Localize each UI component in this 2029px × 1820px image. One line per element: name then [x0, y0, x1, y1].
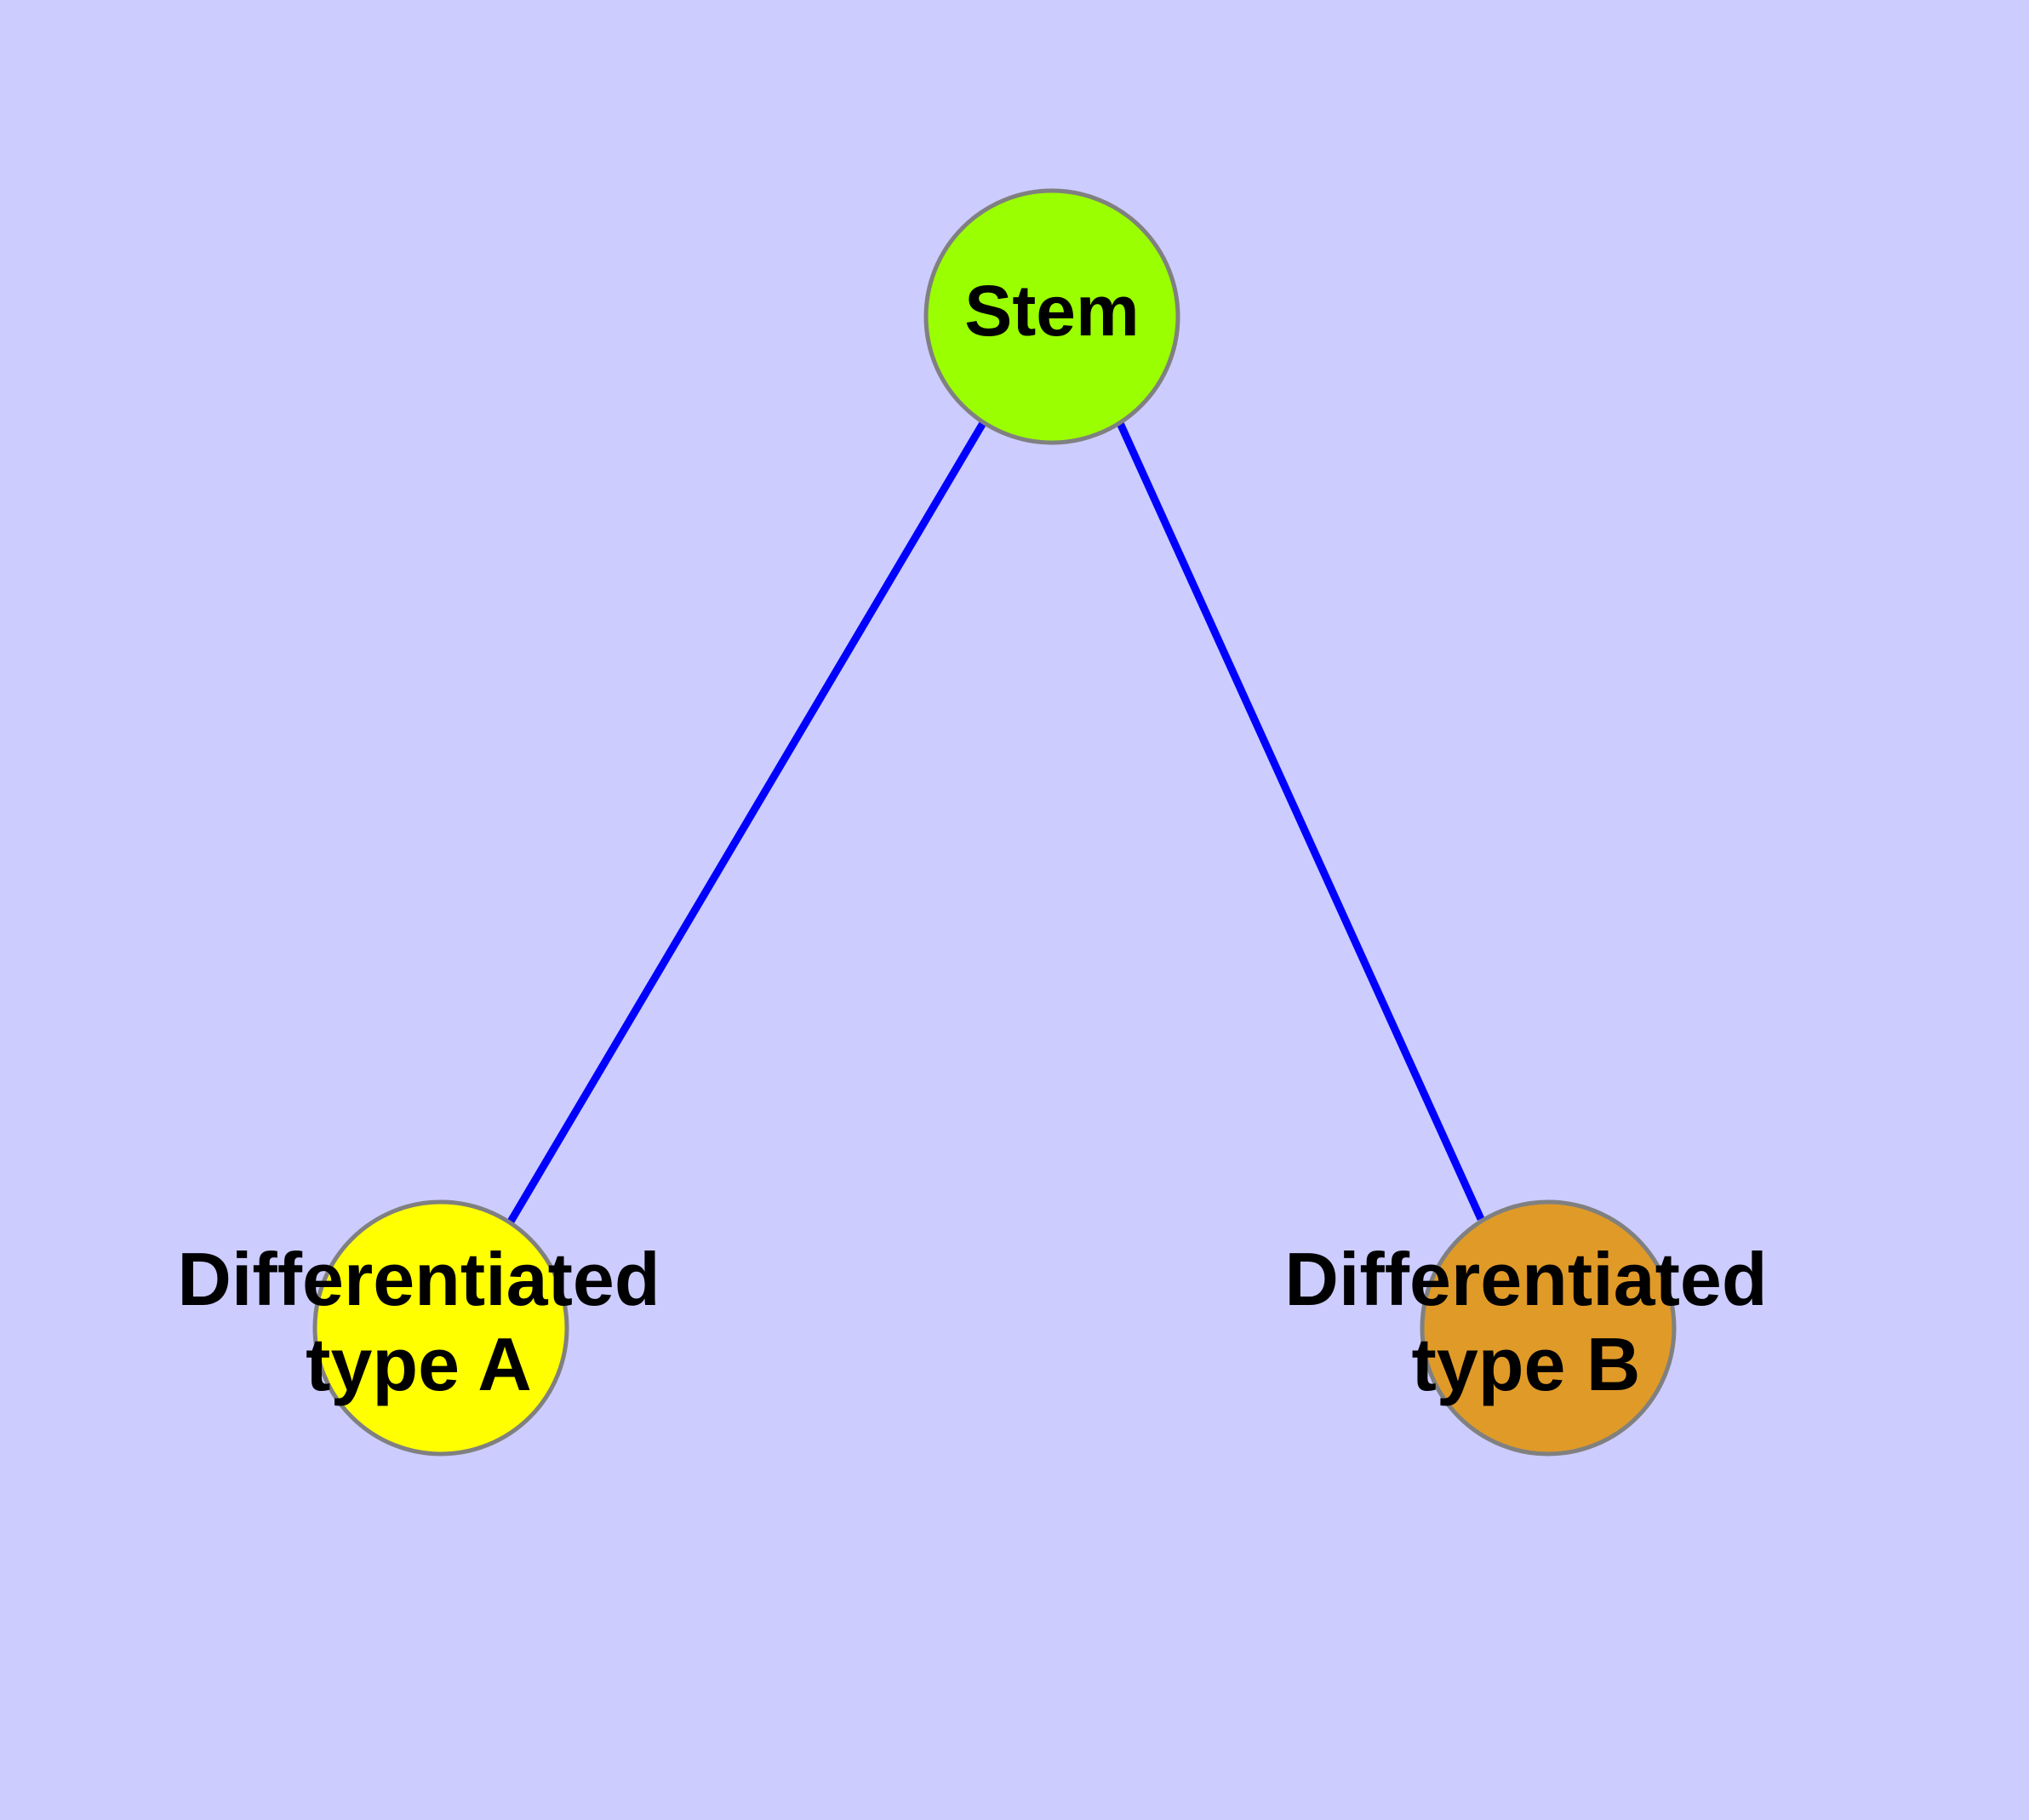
node-label-line: Differentiated	[1284, 1237, 1767, 1321]
node-label-stem: Stem	[964, 271, 1139, 351]
edge-stem-to-diff-b	[1116, 421, 1485, 1221]
node-label-line: Differentiated	[177, 1237, 660, 1321]
node-label-line: type B	[1412, 1322, 1641, 1406]
node-label-line: Stem	[964, 271, 1139, 351]
node-stem[interactable]	[923, 188, 1180, 445]
nodes-group	[312, 188, 1677, 1457]
node-label-line: type A	[306, 1322, 532, 1406]
node-diff_b[interactable]	[1420, 1199, 1677, 1457]
node-diff_a[interactable]	[312, 1199, 569, 1457]
edges-group	[507, 421, 1485, 1224]
edge-stem-to-diff-a	[507, 421, 986, 1224]
